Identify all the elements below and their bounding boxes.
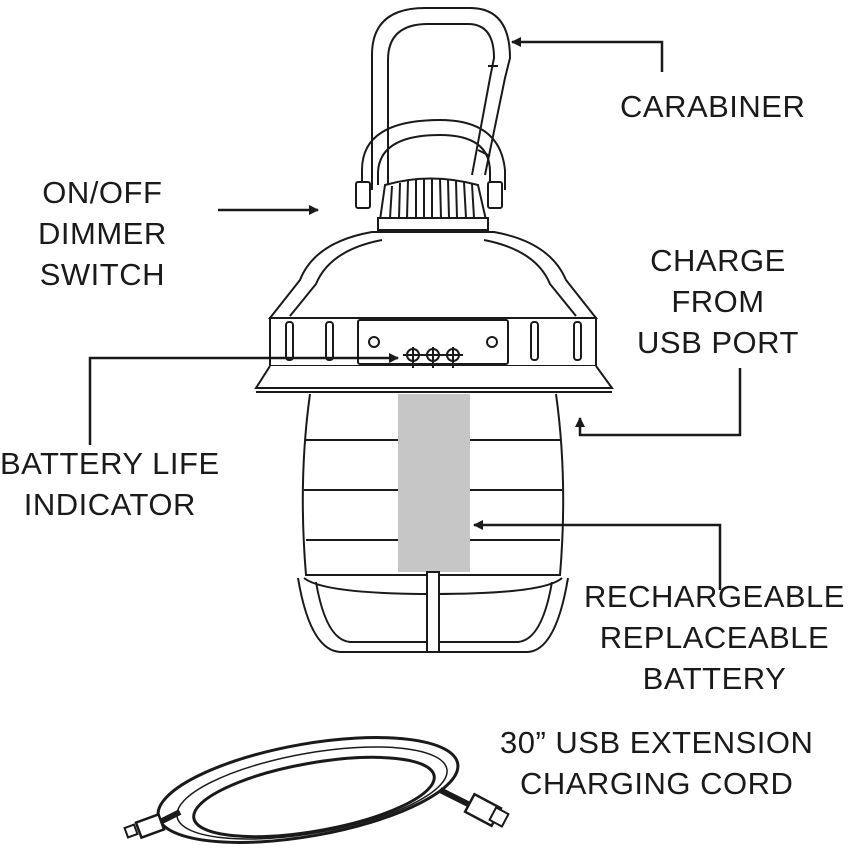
arrow-usb-port [575,368,742,437]
carabiner-icon [355,7,512,209]
battery-life-indicator-icon [403,347,463,368]
usb-cord-icon [123,736,510,844]
lantern-base [297,571,569,653]
label-battery-life-indicator: BATTERY LIFE INDICATOR [0,446,220,522]
arrow-battery [473,520,722,590]
dimmer-switch-knob [377,177,489,231]
label-dimmer-switch: ON/OFF DIMMER SWITCH [38,175,167,292]
arrow-battery-indicator [88,353,399,445]
rechargeable-battery [398,394,470,572]
label-usb-cord: 30” USB EXTENSION CHARGING CORD [500,725,814,801]
arrow-carabiner [511,37,664,72]
label-rechargeable-battery: RECHARGEABLE REPLACEABLE BATTERY [584,579,845,696]
label-carabiner: CARABINER [620,89,806,124]
callout-arrows [88,37,742,590]
label-usb-port: CHARGE FROM USB PORT [637,243,799,360]
